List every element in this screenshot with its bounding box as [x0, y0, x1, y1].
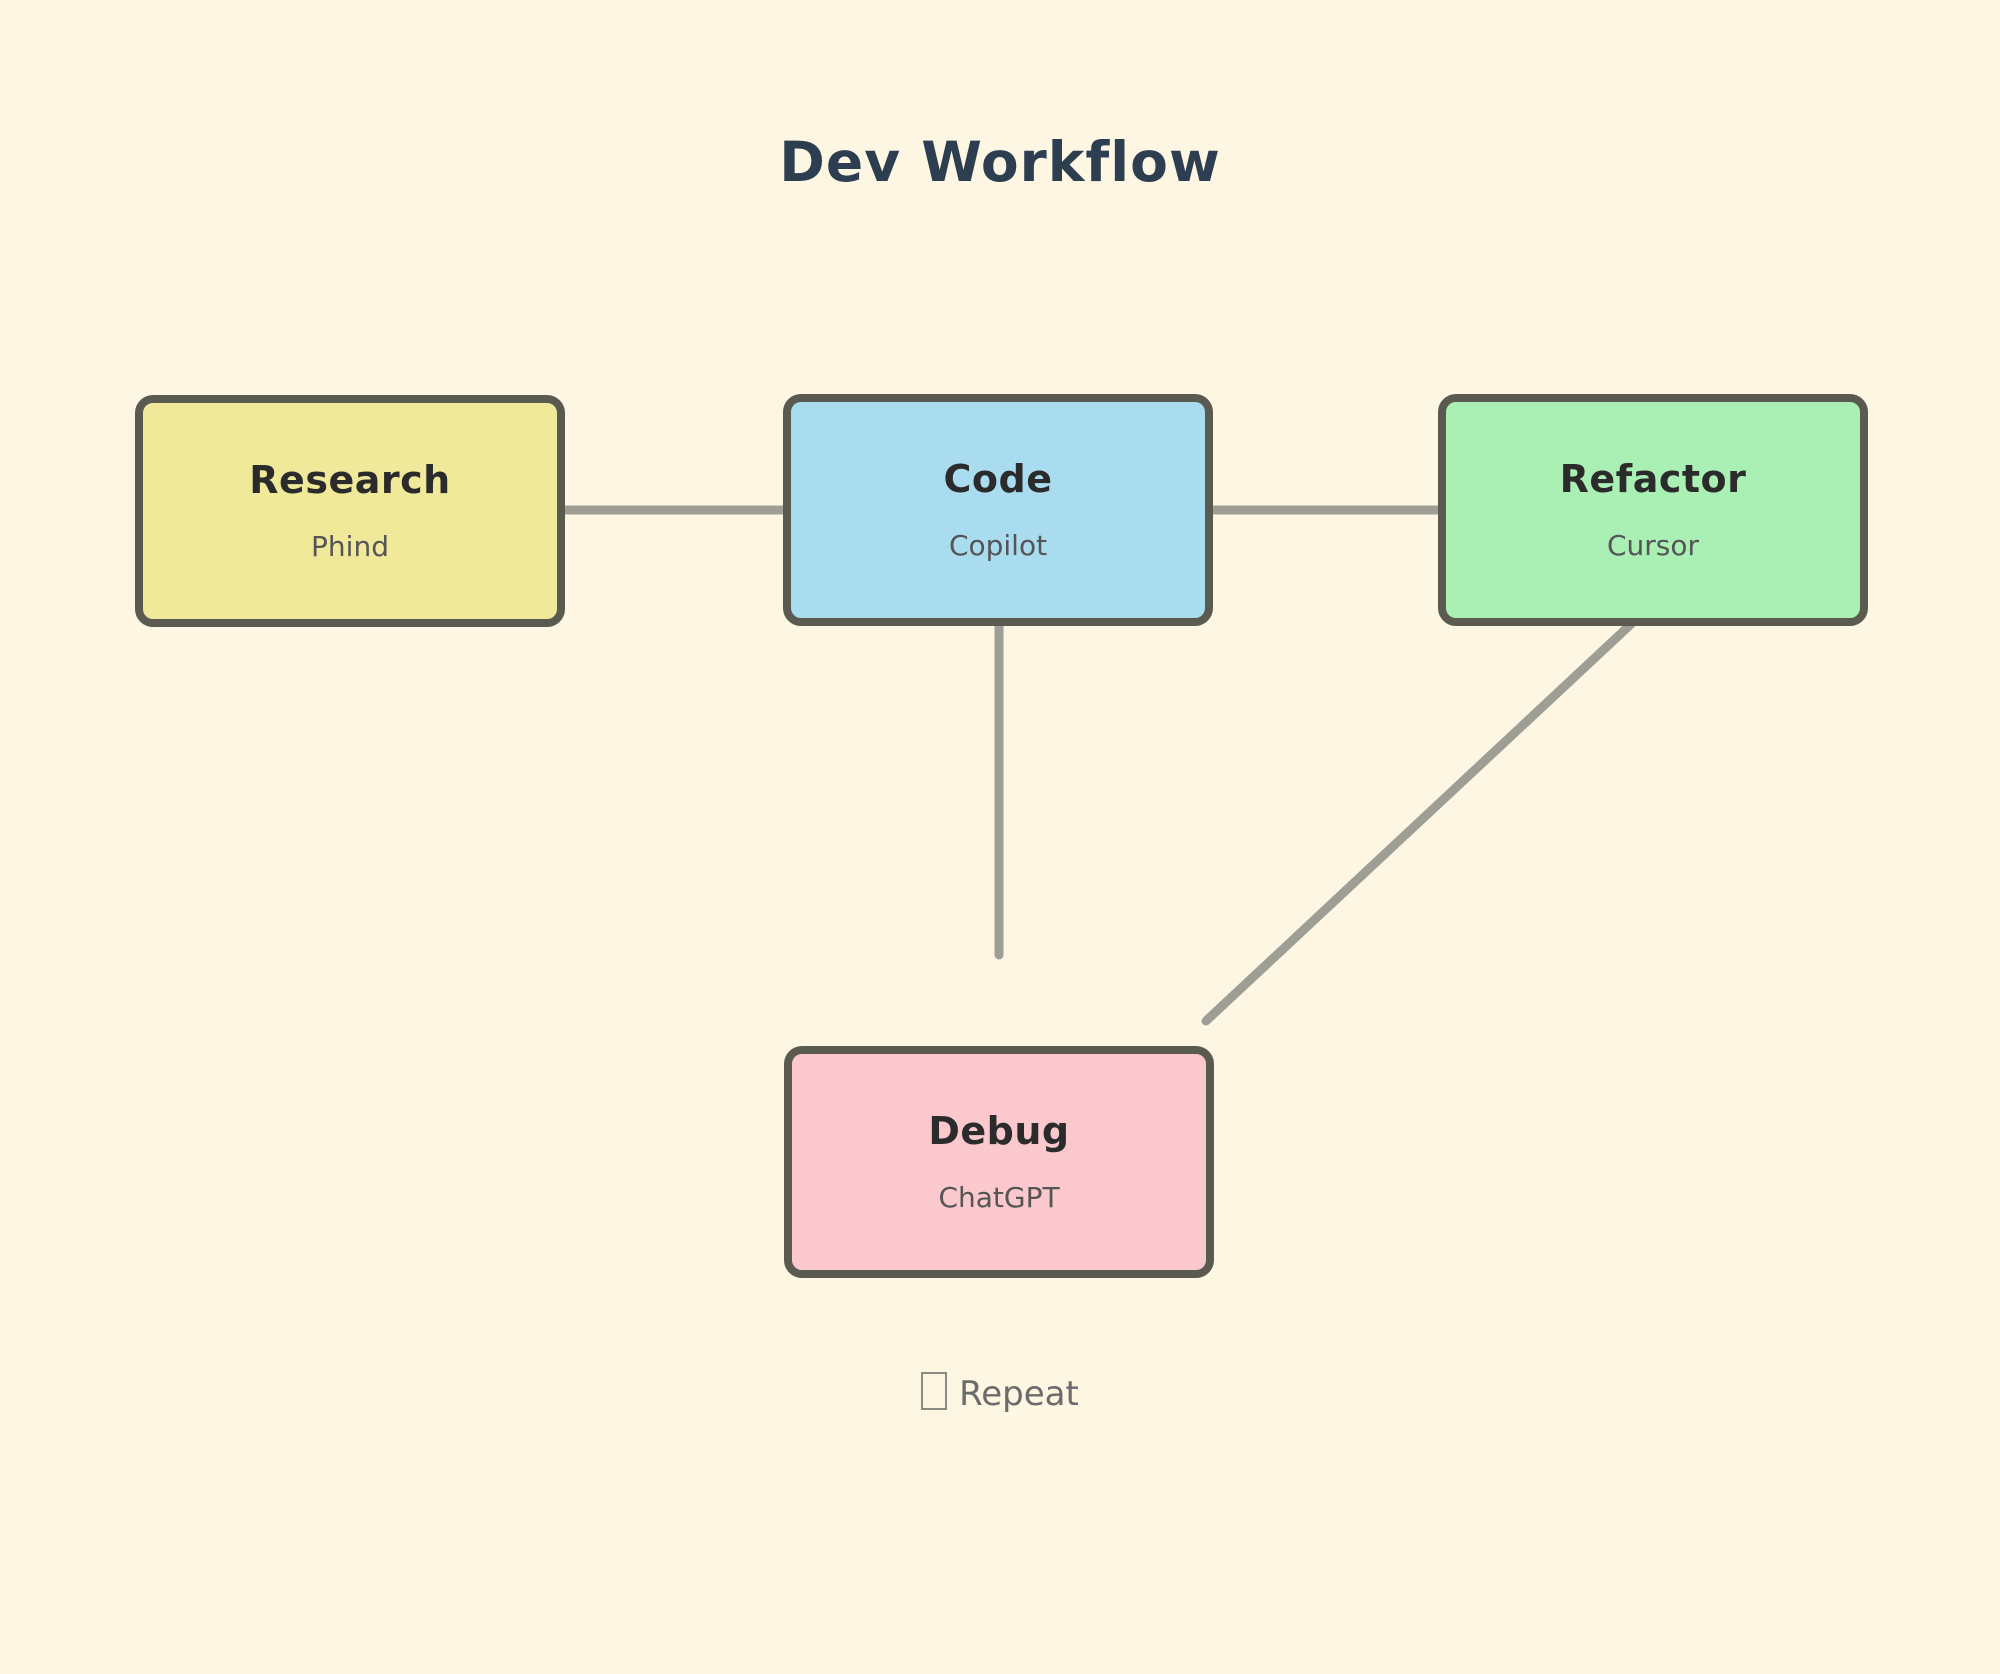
node-debug-subtitle: ChatGPT: [938, 1181, 1060, 1214]
edge-refactor-to-debug: [1201, 607, 1649, 1026]
node-refactor[interactable]: Refactor Cursor: [1438, 394, 1868, 626]
repeat-footnote: Repeat: [0, 1372, 2000, 1414]
node-refactor-title: Refactor: [1559, 457, 1747, 501]
missing-glyph-icon: [921, 1372, 948, 1410]
node-debug-title: Debug: [928, 1109, 1070, 1153]
node-refactor-subtitle: Cursor: [1606, 529, 1700, 562]
node-research-subtitle: Phind: [311, 530, 389, 563]
node-code-title: Code: [943, 457, 1053, 501]
node-research-title: Research: [249, 458, 451, 502]
node-research[interactable]: Research Phind: [135, 395, 565, 627]
page-title: Dev Workflow: [779, 130, 1221, 194]
node-debug[interactable]: Debug ChatGPT: [784, 1046, 1214, 1278]
node-code[interactable]: Code Copilot: [783, 394, 1213, 626]
repeat-label: Repeat: [959, 1374, 1079, 1414]
node-code-subtitle: Copilot: [948, 529, 1048, 562]
